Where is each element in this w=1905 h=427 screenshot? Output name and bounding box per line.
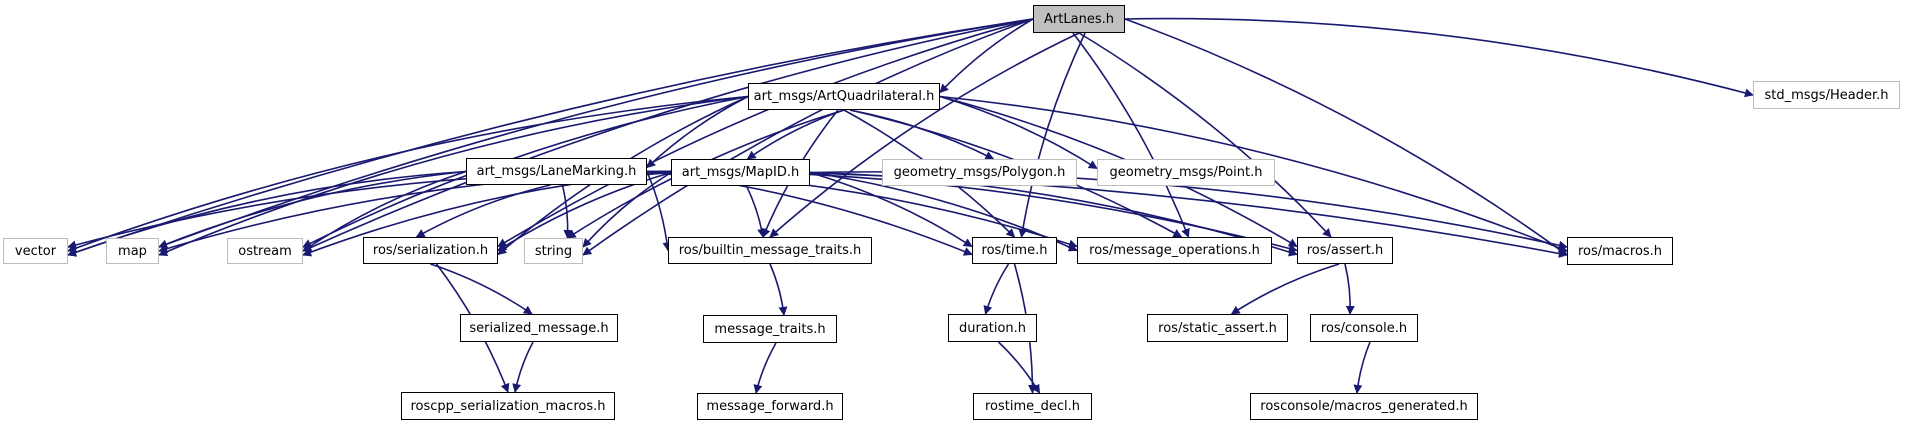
- graph-edge-builtin-msgtraits: [769, 263, 788, 316]
- graph-edge-msgtraits-msgforward: [753, 342, 777, 394]
- graph-edge-quad-point: [939, 95, 1098, 170]
- graph-node-quad[interactable]: art_msgs/ArtQuadrilateral.h: [748, 83, 940, 110]
- graph-node-builtin[interactable]: ros/builtin_message_traits.h: [668, 237, 872, 264]
- graph-node-sermsg[interactable]: serialized_message.h: [460, 314, 618, 342]
- graph-edge-root-quad: [939, 18, 1034, 94]
- graph-edge-lane-string: [561, 184, 573, 239]
- graph-node-console[interactable]: ros/console.h: [1310, 314, 1418, 342]
- graph-node-assert[interactable]: ros/assert.h: [1297, 237, 1393, 264]
- graph-node-root[interactable]: ArtLanes.h: [1033, 5, 1125, 33]
- graph-node-polygon: geometry_msgs/Polygon.h: [882, 159, 1077, 186]
- graph-node-time[interactable]: ros/time.h: [972, 237, 1057, 264]
- graph-node-vector: vector: [3, 238, 68, 264]
- graph-node-msgtraits[interactable]: message_traits.h: [703, 315, 837, 343]
- graph-edge-root-header: [1124, 17, 1754, 98]
- graph-node-duration[interactable]: duration.h: [948, 314, 1037, 342]
- graph-edge-lane-serialization: [415, 184, 551, 238]
- graph-edge-quad-lane: [646, 95, 749, 169]
- graph-edge-assert-staticassert: [1230, 263, 1340, 315]
- graph-node-map: map: [106, 238, 159, 264]
- graph-node-staticassert[interactable]: ros/static_assert.h: [1147, 314, 1288, 342]
- graph-node-msgforward[interactable]: message_forward.h: [697, 393, 843, 420]
- graph-node-header: std_msgs/Header.h: [1753, 81, 1900, 109]
- graph-edge-quad-macros: [939, 95, 1568, 253]
- graph-edge-quad-mapid: [746, 109, 845, 160]
- graph-node-rosconsolegen[interactable]: rosconsole/macros_generated.h: [1250, 393, 1478, 420]
- graph-edge-root-serialization: [497, 18, 1034, 248]
- graph-edge-serialization-sermsg: [430, 263, 533, 315]
- graph-edge-root-builtin: [769, 32, 1080, 238]
- graph-edge-root-msgops: [1072, 32, 1190, 238]
- graph-edge-duration-rostimedecl: [997, 341, 1041, 394]
- graph-edge-root-time: [1018, 32, 1086, 238]
- graph-edge-mapid-builtin: [745, 185, 767, 238]
- graph-edge-quad-polygon: [849, 109, 995, 160]
- graph-edge-lane-ostream: [302, 170, 467, 252]
- graph-edge-mapid-serialization: [497, 171, 672, 252]
- graph-node-lane[interactable]: art_msgs/LaneMarking.h: [466, 158, 647, 185]
- graph-edge-root-ostream: [302, 18, 1034, 252]
- graph-edge-assert-console: [1344, 263, 1355, 315]
- graph-edge-root-map: [158, 18, 1034, 249]
- graph-edge-root-macros: [1124, 18, 1568, 256]
- graph-edge-mapid-time: [809, 171, 973, 248]
- graph-edge-root-string: [582, 18, 1034, 256]
- graph-edge-time-duration: [983, 263, 1010, 315]
- graph-node-rostimedecl[interactable]: rostime_decl.h: [973, 393, 1092, 420]
- graph-edge-lane-map: [158, 170, 467, 249]
- graph-node-roscppmacros[interactable]: roscpp_serialization_macros.h: [401, 392, 615, 420]
- graph-edge-lane-vector: [67, 170, 467, 257]
- graph-edge-mapid-assert: [809, 171, 1298, 257]
- graph-node-point: geometry_msgs/Point.h: [1097, 159, 1275, 186]
- graph-edge-root-vector: [67, 18, 1034, 257]
- graph-edge-console-rosconsolegen: [1353, 341, 1371, 394]
- graph-node-macros[interactable]: ros/macros.h: [1567, 237, 1673, 265]
- graph-edge-root-assert: [1078, 32, 1332, 238]
- graph-node-ostream: ostream: [227, 238, 303, 264]
- graph-edge-quad-vector: [67, 95, 749, 253]
- graph-edge-lane-builtin: [646, 171, 672, 252]
- graph-node-msgops[interactable]: ros/message_operations.h: [1077, 237, 1272, 264]
- graph-edge-quad-map: [158, 95, 749, 256]
- graph-edge-sermsg-roscppmacros: [512, 341, 534, 393]
- graph-edge-mapid-string: [582, 171, 672, 248]
- graph-node-string: string: [524, 238, 583, 264]
- graph-node-serialization[interactable]: ros/serialization.h: [363, 237, 498, 264]
- graph-edge-mapid-msgops: [809, 171, 1078, 252]
- graph-node-mapid[interactable]: art_msgs/MapID.h: [671, 159, 810, 186]
- graph-edge-quad-ostream: [302, 95, 749, 248]
